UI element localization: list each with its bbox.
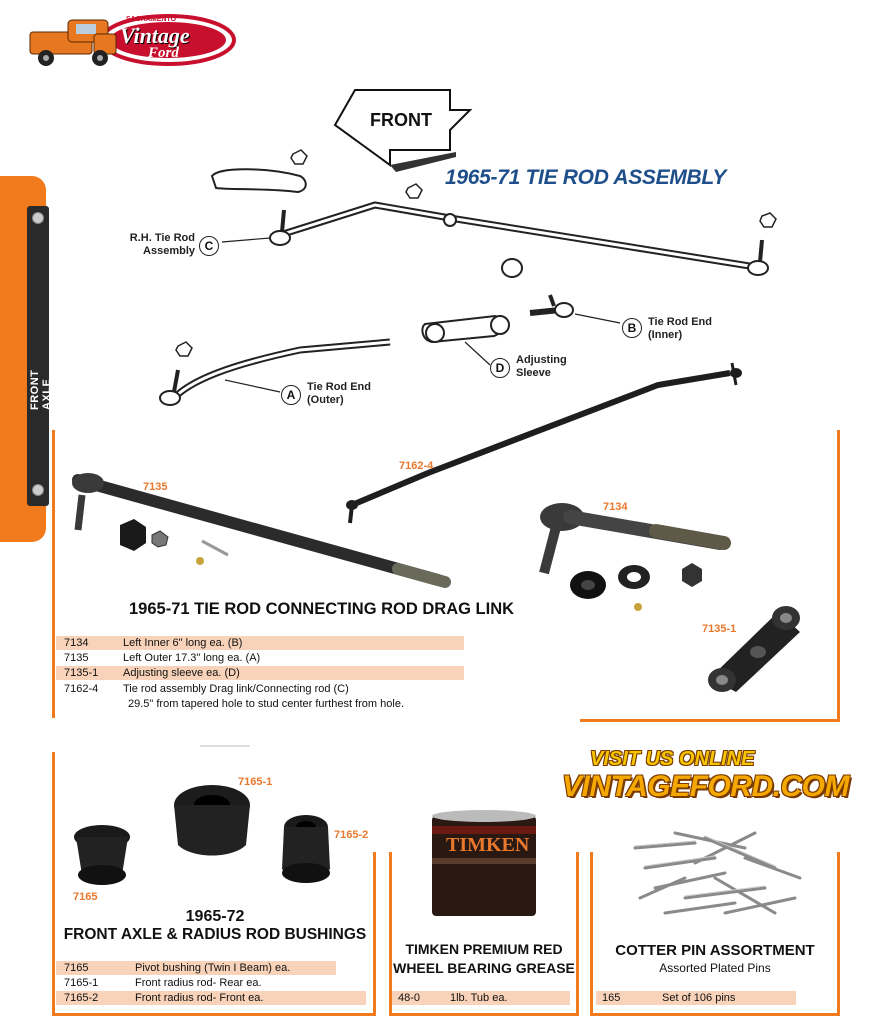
row-desc: Left Inner 6" long ea. (B) bbox=[123, 637, 243, 649]
row-code: 7165-1 bbox=[64, 977, 99, 989]
bushings-bottom-border bbox=[55, 1013, 375, 1016]
table-row[interactable]: 7165-2 Front radius rod- Front ea. bbox=[56, 991, 366, 1005]
bushings-title: 1965-72 FRONT AXLE & RADIUS ROD BUSHINGS bbox=[62, 908, 368, 944]
tie-rod-product-photos bbox=[72, 362, 742, 611]
callout-b-line2: (Inner) bbox=[648, 329, 683, 341]
callout-b-line1: Tie Rod End bbox=[648, 316, 712, 328]
cotter-right-border bbox=[837, 852, 840, 1016]
row-desc: 1lb. Tub ea. bbox=[450, 992, 508, 1004]
panel-bottom-border bbox=[580, 719, 840, 722]
callout-b-badge: B bbox=[622, 318, 642, 338]
vintage-ford-logo[interactable]: SACRAMENTO Vintage Ford bbox=[28, 12, 238, 72]
bushings-title-line2: FRONT AXLE & RADIUS ROD BUSHINGS bbox=[63, 926, 367, 943]
front-arrow-label: FRONT bbox=[370, 110, 432, 130]
cotter-bottom-border bbox=[593, 1013, 840, 1016]
logo-sub-text: Ford bbox=[148, 45, 179, 61]
part-number-7135: 7135 bbox=[143, 481, 168, 493]
screw-icon bbox=[32, 212, 44, 224]
callout-d-line1: Adjusting bbox=[516, 354, 567, 366]
row-code: 48-0 bbox=[398, 992, 421, 1004]
tie-rod-section-title: 1965-71 TIE ROD CONNECTING ROD DRAG LINK bbox=[129, 600, 515, 618]
row-desc: Adjusting sleeve ea. (D) bbox=[123, 667, 240, 679]
table-row[interactable]: 7135 Left Outer 17.3" long ea. (A) bbox=[56, 651, 464, 665]
row-code: 7135 bbox=[64, 652, 89, 664]
callout-a-badge: A bbox=[281, 385, 301, 405]
bushings-left-border bbox=[52, 752, 55, 1016]
screw-icon bbox=[32, 484, 44, 496]
part-number-7162-4: 7162-4 bbox=[399, 460, 434, 472]
grease-bottom-border bbox=[392, 1013, 578, 1016]
callout-a-text: Tie Rod End (Outer) bbox=[307, 381, 371, 407]
table-row[interactable]: 7165-1 Front radius rod- Rear ea. bbox=[56, 976, 336, 990]
row-code: 7165-2 bbox=[64, 992, 99, 1004]
callout-c-badge: C bbox=[199, 236, 219, 256]
part-number-7135-1: 7135-1 bbox=[702, 623, 737, 635]
cotter-title-block: COTTER PIN ASSORTMENT Assorted Plated Pi… bbox=[593, 942, 837, 975]
sidetab-label: FRONT AXLE bbox=[29, 369, 53, 410]
vintageford-link[interactable]: VINTAGEFORD.COM bbox=[562, 770, 849, 803]
grease-title-line1: TIMKEN PREMIUM RED bbox=[405, 941, 563, 957]
panel-right-border bbox=[837, 430, 840, 722]
row-desc: Front radius rod- Front ea. bbox=[135, 992, 264, 1004]
cotter-title: COTTER PIN ASSORTMENT bbox=[615, 942, 815, 959]
part-number-7134: 7134 bbox=[603, 501, 628, 513]
table-row[interactable]: 7135-1 Adjusting sleeve ea. (D) bbox=[56, 666, 464, 680]
cotter-subtitle: Assorted Plated Pins bbox=[659, 961, 771, 975]
callout-a-line1: Tie Rod End bbox=[307, 381, 371, 393]
part-number-7165-2: 7165-2 bbox=[334, 829, 369, 841]
grease-left-border bbox=[389, 852, 392, 1016]
callout-d-line2: Sleeve bbox=[516, 367, 551, 379]
cotter-left-border bbox=[590, 852, 593, 1016]
callout-b-text: Tie Rod End (Inner) bbox=[648, 316, 712, 342]
grease-title: TIMKEN PREMIUM RED WHEEL BEARING GREASE bbox=[392, 940, 576, 978]
timken-can-label: TIMKEN bbox=[446, 834, 530, 856]
table-row[interactable]: 165 Set of 106 pins bbox=[596, 991, 796, 1005]
logo-main-text: Vintage bbox=[120, 23, 190, 48]
tie-rod-assembly-diagram bbox=[159, 89, 777, 406]
bushings-title-line1: 1965-72 bbox=[185, 908, 245, 925]
divider bbox=[200, 745, 250, 747]
row-desc: Set of 106 pins bbox=[662, 992, 736, 1004]
table-row[interactable]: 7162-4 Tie rod assembly Drag link/Connec… bbox=[56, 682, 476, 696]
row-desc: Front radius rod- Rear ea. bbox=[135, 977, 262, 989]
callout-c-line2: Assembly bbox=[143, 245, 195, 257]
callout-d-badge: D bbox=[490, 358, 510, 378]
cotter-pins-photo bbox=[633, 831, 802, 915]
row-code: 7165 bbox=[64, 962, 89, 974]
grease-right-border bbox=[576, 852, 579, 1016]
bushings-photo bbox=[74, 785, 330, 885]
row-code: 165 bbox=[602, 992, 621, 1004]
logo-top-text: SACRAMENTO bbox=[126, 16, 177, 23]
row-code: 7134 bbox=[64, 637, 89, 649]
bushings-right-border bbox=[373, 852, 376, 1016]
row-desc: Pivot bushing (Twin I Beam) ea. bbox=[135, 962, 291, 974]
visit-us-online: VISIT US ONLINE bbox=[590, 748, 755, 770]
row-note: 29.5" from tapered hole to stud center f… bbox=[128, 698, 404, 710]
callout-d-text: Adjusting Sleeve bbox=[516, 354, 567, 380]
row-code: 7135-1 bbox=[64, 667, 99, 679]
table-row[interactable]: 7165 Pivot bushing (Twin I Beam) ea. bbox=[56, 961, 336, 975]
grease-title-line2: WHEEL BEARING GREASE bbox=[393, 960, 575, 976]
timken-can-photo bbox=[432, 810, 536, 916]
diagram-title: 1965-71 TIE ROD ASSEMBLY bbox=[445, 166, 727, 189]
callout-c-line1: R.H. Tie Rod bbox=[129, 232, 195, 244]
table-row[interactable]: 48-0 1lb. Tub ea. bbox=[392, 991, 570, 1005]
table-row[interactable]: 7134 Left Inner 6" long ea. (B) bbox=[56, 636, 464, 650]
callout-c-text: R.H. Tie Rod Assembly bbox=[125, 232, 195, 258]
part-number-7165: 7165 bbox=[73, 891, 98, 903]
adjusting-sleeve-photo bbox=[708, 606, 800, 692]
row-desc: Left Outer 17.3" long ea. (A) bbox=[123, 652, 261, 664]
callout-a-line2: (Outer) bbox=[307, 394, 344, 406]
row-desc: Tie rod assembly Drag link/Connecting ro… bbox=[123, 683, 349, 695]
side-strip bbox=[27, 206, 49, 506]
row-code: 7162-4 bbox=[64, 683, 99, 695]
part-number-7165-1: 7165-1 bbox=[238, 776, 273, 788]
panel-left-border bbox=[52, 430, 55, 718]
